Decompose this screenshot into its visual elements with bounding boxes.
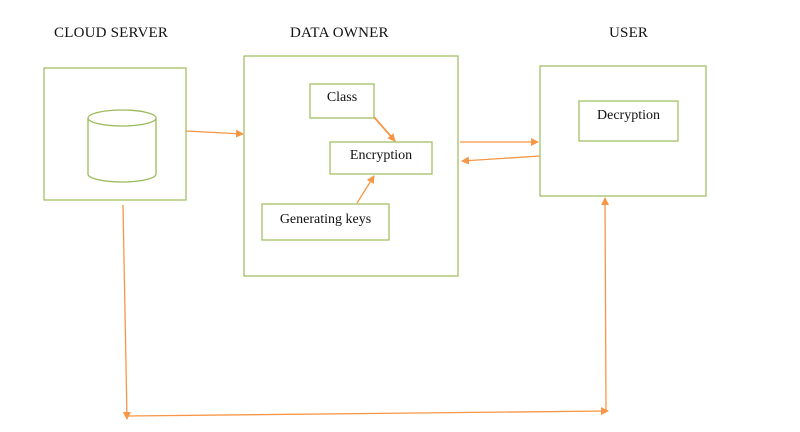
class-label: Class [326,90,358,105]
encryption-box [329,141,433,175]
class-box [309,83,375,119]
generating-keys-box [261,203,390,241]
arrow-bottom-horizontal [126,407,609,417]
arrow-up-to-user [601,197,610,412]
data-owner-heading: DATA OWNER [290,25,389,41]
data-owner-box [243,55,459,277]
user-heading: USER [609,25,649,41]
encryption-label: Encryption [349,148,413,163]
generating-keys-label: Generating keys [279,212,372,227]
database-cylinder-icon [87,109,157,183]
cloud-server-heading: CLOUD SERVER [54,25,169,41]
arrow-class-to-encryption [373,116,396,142]
arrow-cloud-down [122,204,131,420]
arrow-keys-to-encryption [356,175,375,204]
cloud-server-box [43,67,187,201]
decryption-label: Decryption [597,108,660,123]
arrow-cloud-to-data-owner [185,129,244,138]
arrow-user-to-data-owner [461,155,541,165]
user-box [539,65,707,197]
decryption-box [578,100,679,142]
